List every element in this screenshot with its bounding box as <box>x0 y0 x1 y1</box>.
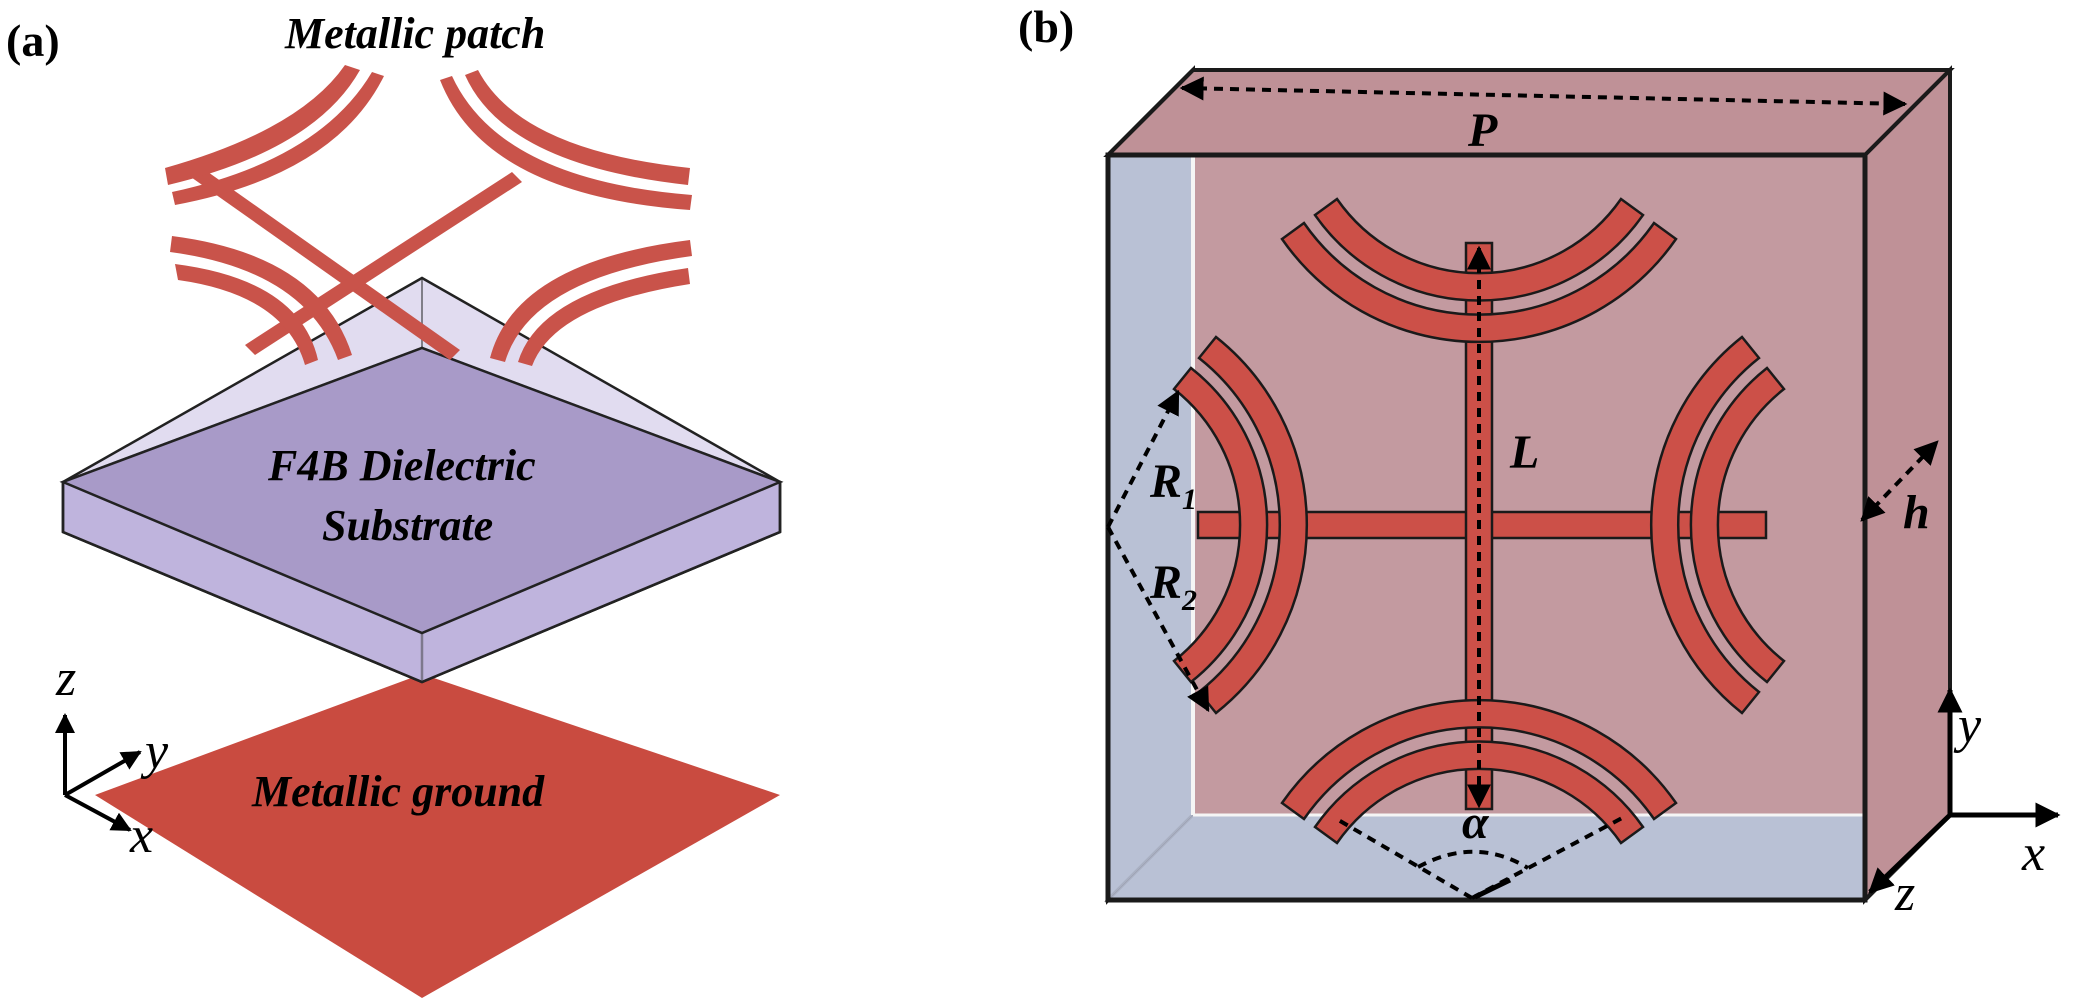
dimension-alpha-right <box>1471 816 1623 900</box>
dimension-p-line <box>1179 76 1908 116</box>
dimension-alpha-tick <box>1473 877 1512 900</box>
metallic-patch-3d <box>165 65 692 366</box>
ground-label: Metallic ground <box>251 767 545 816</box>
dimension-l-label: L <box>1509 426 1539 479</box>
patch-arc-bottom-outer <box>1280 698 1678 821</box>
dimension-r2-label: R2 <box>1149 556 1197 617</box>
patch-arc-top-outer <box>1280 221 1678 344</box>
axis-b-x: x <box>2021 825 2045 882</box>
axis-b-y: y <box>1953 697 1982 754</box>
dielectric-substrate <box>59 276 784 684</box>
dimension-alpha-left <box>1333 816 1474 900</box>
panel-a: (a) Metallic ground F4B Dielectric Subst… <box>6 9 784 998</box>
dimension-p-label: P <box>1467 104 1498 157</box>
dimension-alpha-label: α <box>1462 796 1490 849</box>
axis-a-x: x <box>129 807 153 864</box>
axis-a-y: y <box>140 723 169 780</box>
substrate-label-line2: Substrate <box>322 501 493 550</box>
substrate-label-line1: F4B Dielectric <box>267 441 536 490</box>
axis-a-z: z <box>55 650 76 707</box>
panel-a-label: (a) <box>6 15 60 66</box>
dimension-alpha-arc <box>1417 849 1530 870</box>
axis-b-z: z <box>1894 865 1915 922</box>
panel-b-label: (b) <box>1018 1 1074 52</box>
patch-arc-right-inner <box>1689 366 1786 684</box>
dimension-h-label: h <box>1903 486 1930 539</box>
dimension-r2-line <box>1106 526 1210 713</box>
metallic-ground <box>95 674 780 998</box>
axes-b <box>1868 687 2061 894</box>
axes-a <box>55 713 142 832</box>
metallic-patch-label: Metallic patch <box>284 9 545 58</box>
dimension-r1-label: R1 <box>1149 455 1197 516</box>
patch-arc-left-inner <box>1172 366 1269 684</box>
patch-arc-top-inner <box>1313 197 1645 302</box>
patch-arc-left-outer <box>1197 335 1309 715</box>
dimension-h-line <box>1860 440 1939 522</box>
patch-arc-bottom-inner <box>1313 740 1645 845</box>
patch-arc-right-outer <box>1649 335 1761 715</box>
panel-b: (b) <box>1018 1 2061 922</box>
